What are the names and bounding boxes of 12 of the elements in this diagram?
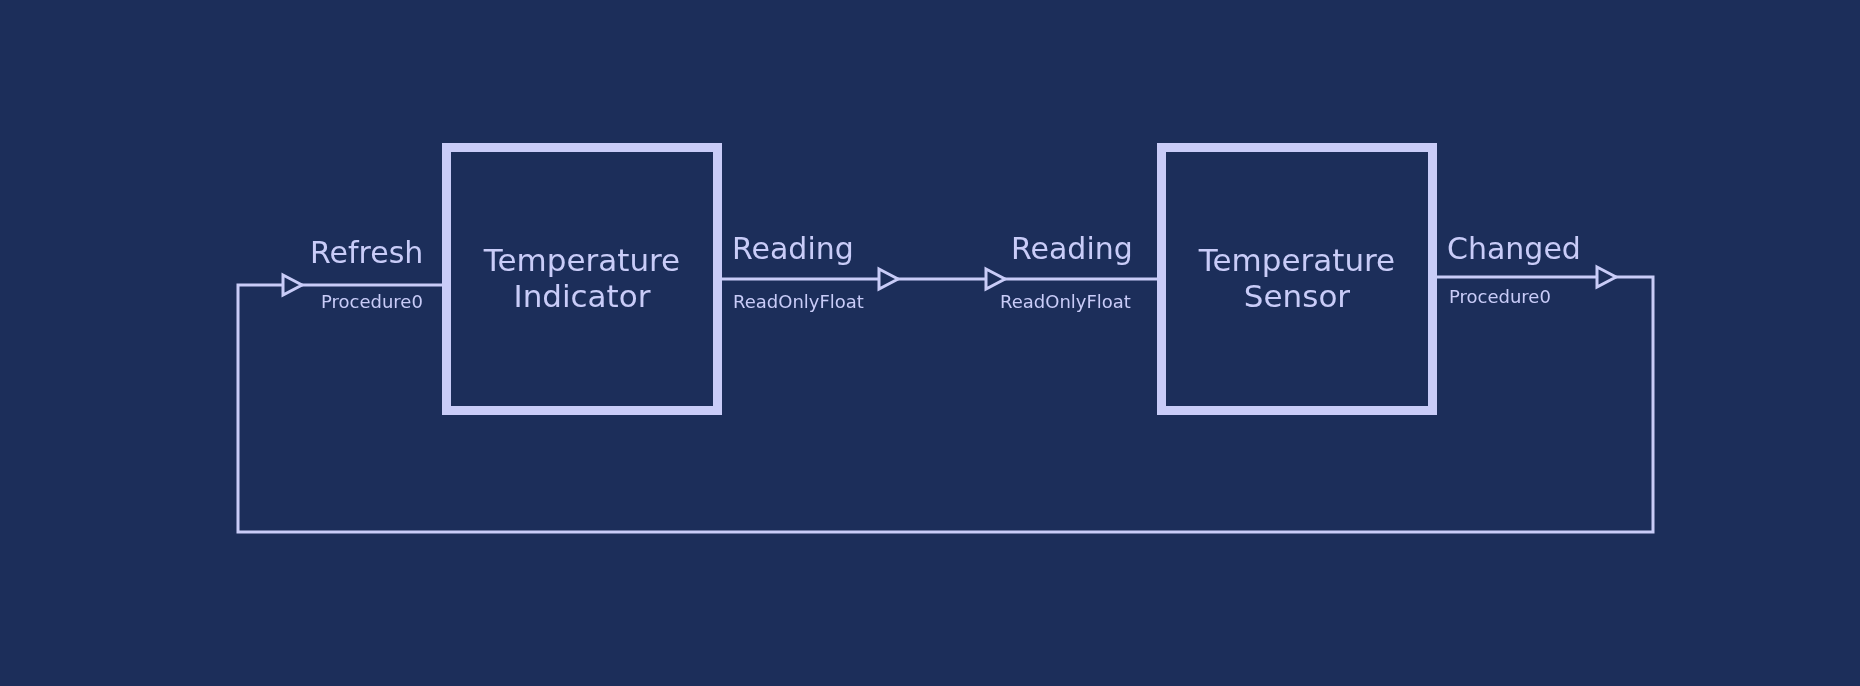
- port-name-label: Refresh: [310, 236, 424, 271]
- port-type-label: ReadOnlyFloat: [1000, 292, 1131, 313]
- port-name-label: Reading: [1011, 232, 1133, 267]
- port-type-label: Procedure0: [321, 292, 423, 313]
- component-title: Temperature Indicator: [482, 243, 682, 315]
- port-type-label: ReadOnlyFloat: [733, 292, 864, 313]
- port-name-label: Changed: [1447, 232, 1581, 267]
- component-box: [1157, 143, 1437, 415]
- component-box: [442, 143, 722, 415]
- component-title: Temperature Sensor: [1197, 243, 1397, 315]
- port-name-label: Reading: [732, 232, 854, 267]
- port-type-label: Procedure0: [1449, 287, 1551, 308]
